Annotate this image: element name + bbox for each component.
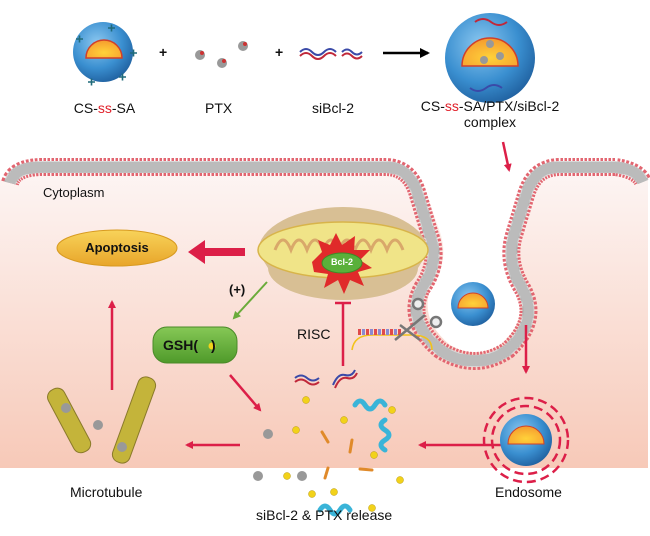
released-cargo <box>253 369 404 517</box>
microtubule-icon <box>47 376 157 464</box>
sirna-fragment <box>334 372 358 389</box>
positive-regulation-label: (+) <box>229 282 246 297</box>
cyan-ribbon <box>378 417 392 453</box>
mito-to-apoptosis-arrow <box>188 240 245 264</box>
gsh-label: GSH() <box>163 337 216 353</box>
cell-membrane <box>1 158 650 370</box>
sirna-fragment <box>332 369 356 386</box>
uptake-arrow <box>501 141 512 172</box>
cyan-ribbon <box>352 398 388 412</box>
microtubule-label: Microtubule <box>70 484 143 500</box>
carrier-nanoparticle-icon <box>73 22 137 86</box>
bcl2-star-icon <box>312 233 372 294</box>
positive-arrow <box>232 281 268 320</box>
gsh-to-release-arrow <box>229 374 262 412</box>
ptx-label: PTX <box>205 100 233 116</box>
carrier-label: CS-ss-SA <box>73 100 136 116</box>
plus-sign: + <box>159 44 168 60</box>
complex-label: CS-ss-SA/PTX/siBcl-2 complex <box>420 98 560 130</box>
pathway-arrows <box>108 141 530 449</box>
plus-sign: + <box>275 44 284 60</box>
sirna-fragment <box>294 374 320 382</box>
gsh-box <box>152 326 238 364</box>
internalized-nanoparticle-icon <box>451 282 495 326</box>
bcl2-label: Bcl-2 <box>330 257 353 267</box>
risc-label: RISC <box>297 326 331 342</box>
sirna-fragment <box>294 378 320 386</box>
ptx-molecule-icon <box>195 41 248 68</box>
apoptosis-oval <box>56 229 178 267</box>
sirna-icon <box>299 48 363 60</box>
scissors-icon <box>394 297 443 341</box>
risc-complex-icon <box>351 329 433 351</box>
inhibition-symbol <box>335 301 351 366</box>
endosome-icon <box>482 396 570 484</box>
gsh-molecule-icon <box>208 342 216 350</box>
release-label: siBcl-2 & PTX release <box>256 507 393 523</box>
apoptosis-label: Apoptosis <box>85 240 149 255</box>
endosome-label: Endosome <box>495 484 562 500</box>
cytoplasm-label: Cytoplasm <box>43 185 105 200</box>
cyan-ribbon <box>317 503 353 517</box>
sirna-label: siBcl-2 <box>312 100 355 116</box>
complex-nanoparticle-icon <box>445 13 535 103</box>
